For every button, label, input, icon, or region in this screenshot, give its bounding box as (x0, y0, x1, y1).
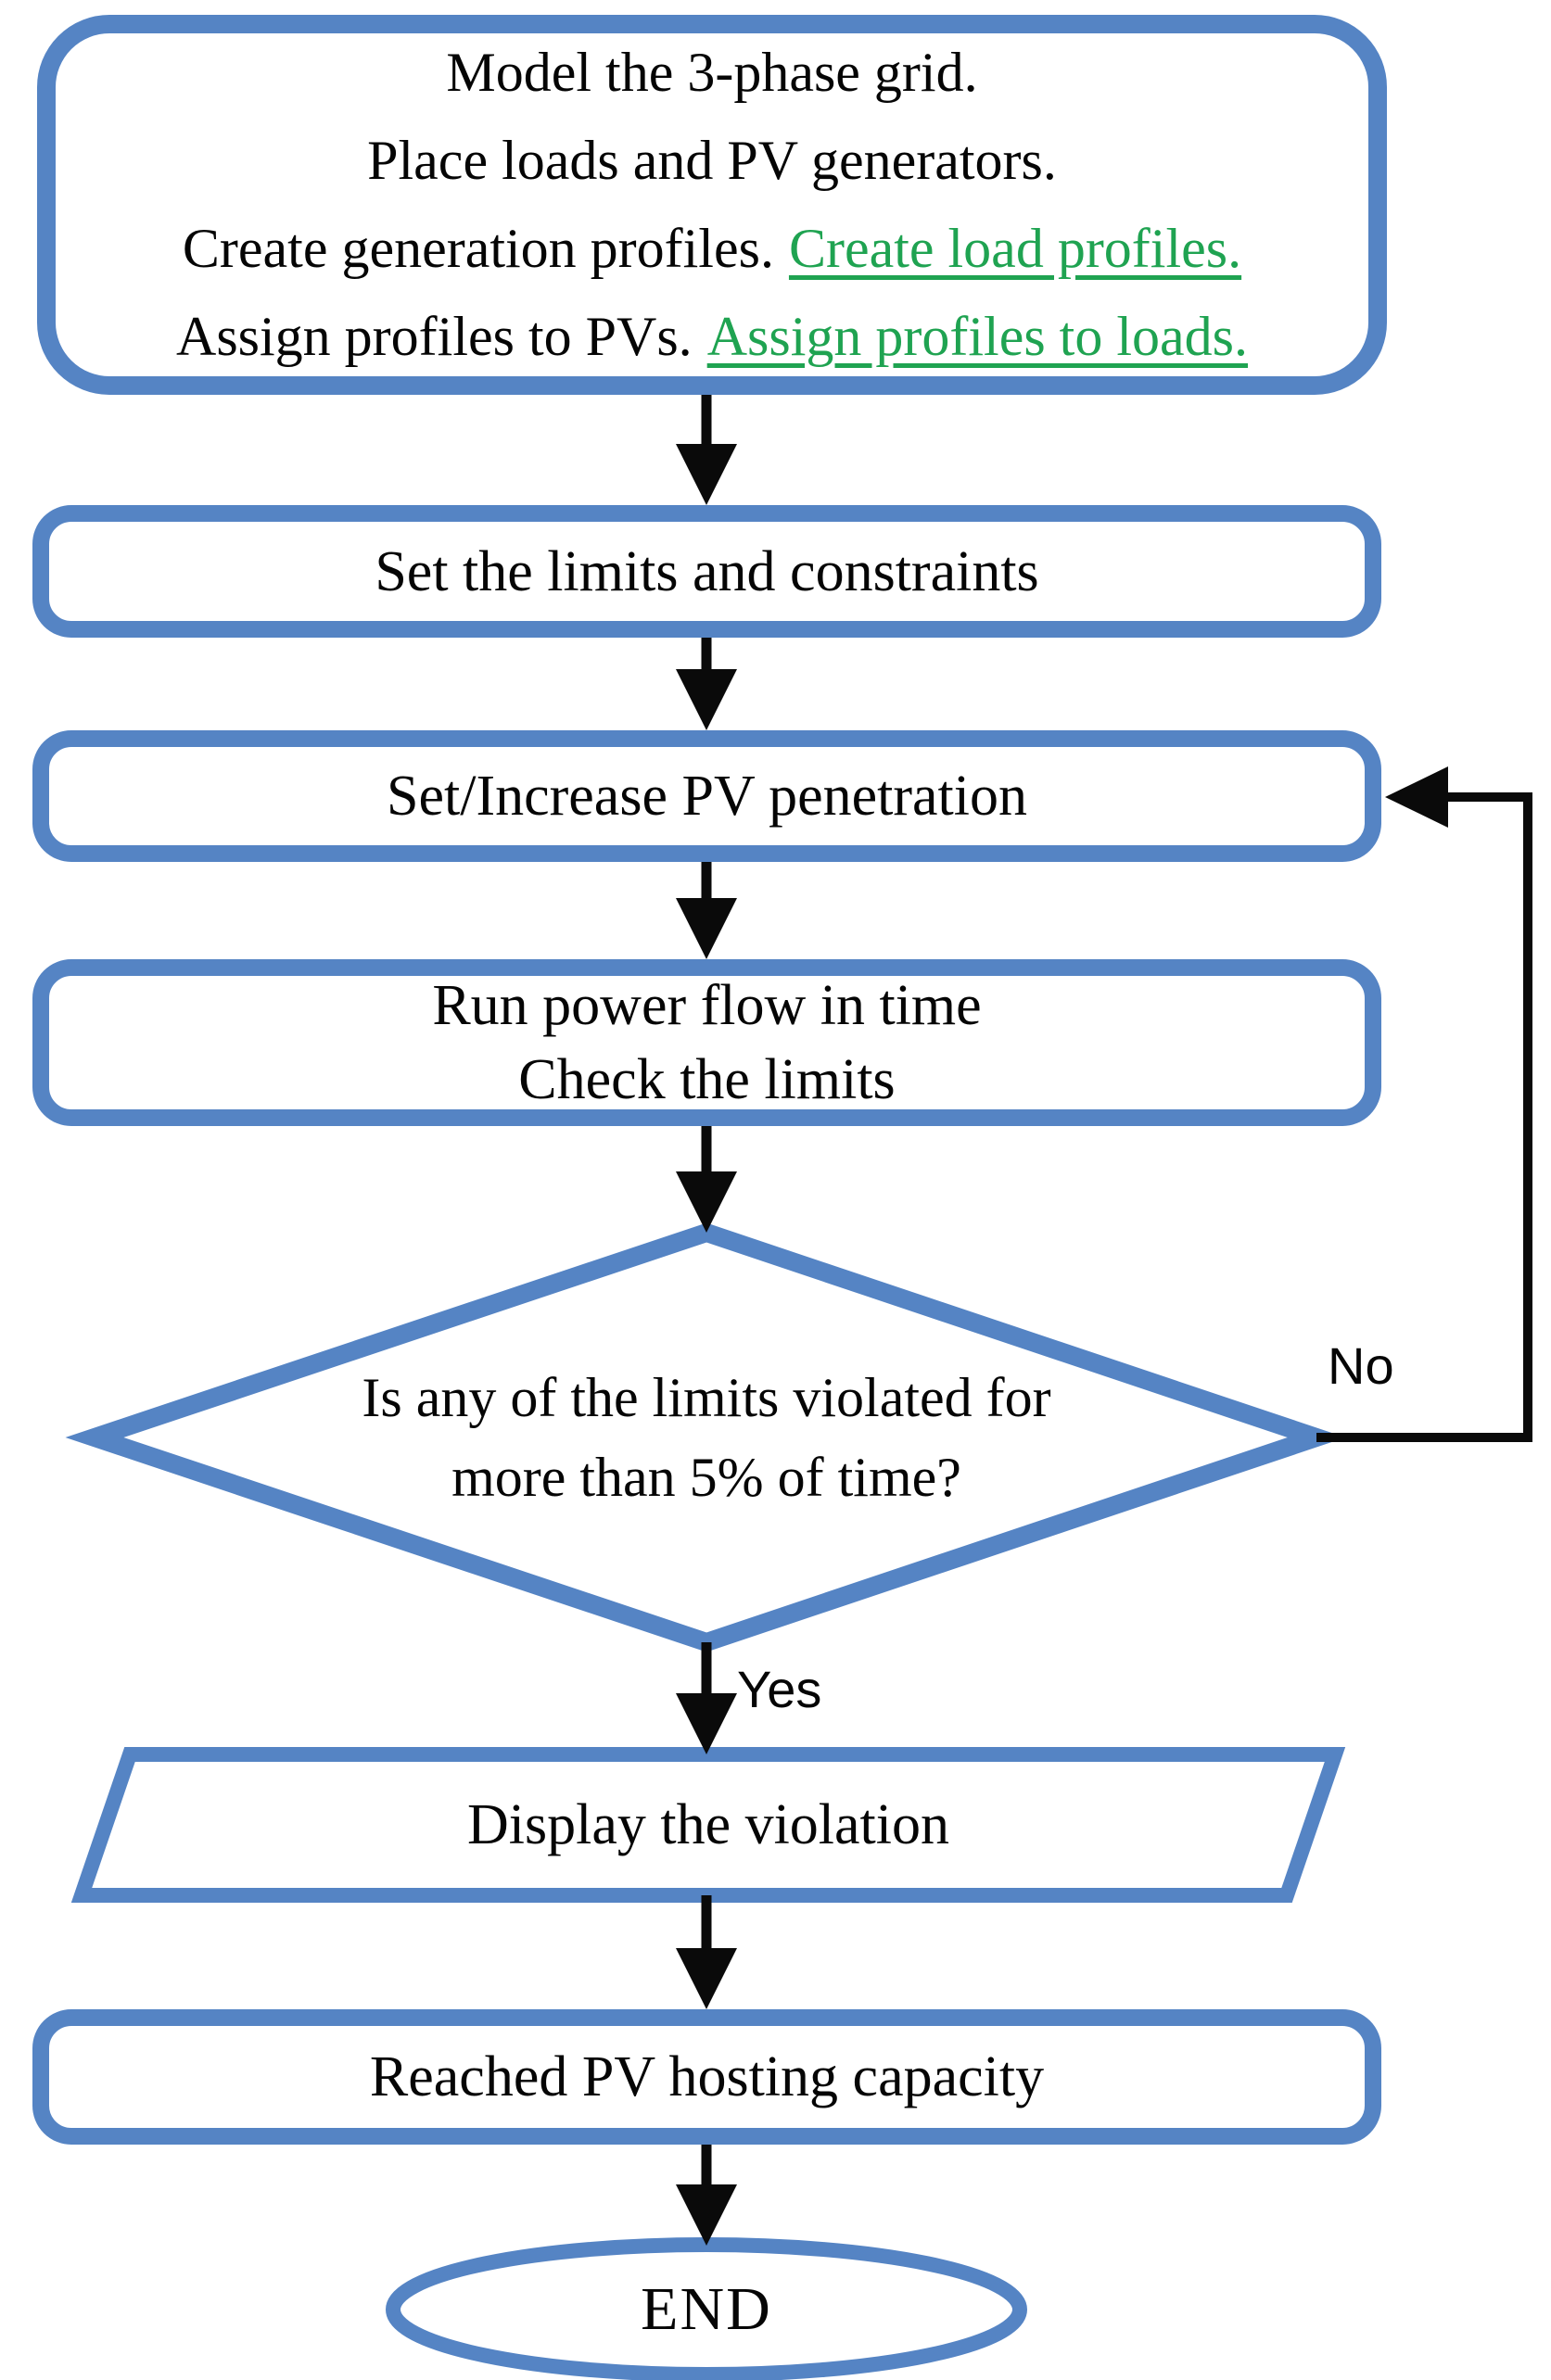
arrowhead-to-set-limits (676, 444, 737, 505)
no-feedback-arrowhead (1385, 766, 1448, 828)
arrowhead-to-reached-capacity (676, 1948, 737, 2009)
decision-diamond-shape (65, 1222, 1346, 1652)
reached-capacity-node: Reached PV hosting capacity (32, 2009, 1381, 2145)
reached-capacity-label: Reached PV hosting capacity (369, 2045, 1045, 2108)
assign-profiles-to-pvs-text: Assign profiles to PVs. (175, 306, 693, 367)
start-line-4: Assign profiles to PVs.Assign profiles t… (176, 293, 1248, 381)
run-power-flow-line-1: Run power flow in time (432, 974, 982, 1037)
assign-profiles-to-loads-link[interactable]: Assign profiles to loads. (706, 306, 1248, 367)
create-generation-profiles-text: Create generation profiles. (182, 218, 774, 279)
arrowhead-yes-to-display (676, 1693, 737, 1754)
arrowhead-to-set-penetration (676, 669, 737, 730)
no-edge-label: No (1328, 1336, 1394, 1395)
end-terminator-shape (386, 2237, 1027, 2380)
set-penetration-label: Set/Increase PV penetration (387, 765, 1027, 828)
arrowhead-to-decision (676, 1171, 737, 1233)
display-violation-parallelogram-shape (70, 1747, 1346, 1903)
arrowhead-to-end (676, 2184, 737, 2246)
start-line-2: Place loads and PV generators. (367, 130, 1057, 191)
arrowhead-to-run-power-flow (676, 898, 737, 959)
yes-edge-label: Yes (737, 1660, 822, 1718)
set-limits-node: Set the limits and constraints (32, 505, 1381, 638)
start-line-3: Create generation profiles.Create load p… (183, 205, 1241, 293)
run-power-flow-node: Run power flow in time Check the limits (32, 959, 1381, 1126)
set-penetration-node: Set/Increase PV penetration (32, 730, 1381, 862)
start-node: Model the 3-phase grid. Place loads and … (37, 15, 1387, 395)
start-line-1: Model the 3-phase grid. (446, 42, 978, 103)
run-power-flow-line-2: Check the limits (518, 1048, 896, 1111)
create-load-profiles-link[interactable]: Create load profiles. (788, 218, 1242, 279)
set-limits-label: Set the limits and constraints (375, 539, 1039, 603)
no-feedback-line (1316, 792, 1532, 1442)
